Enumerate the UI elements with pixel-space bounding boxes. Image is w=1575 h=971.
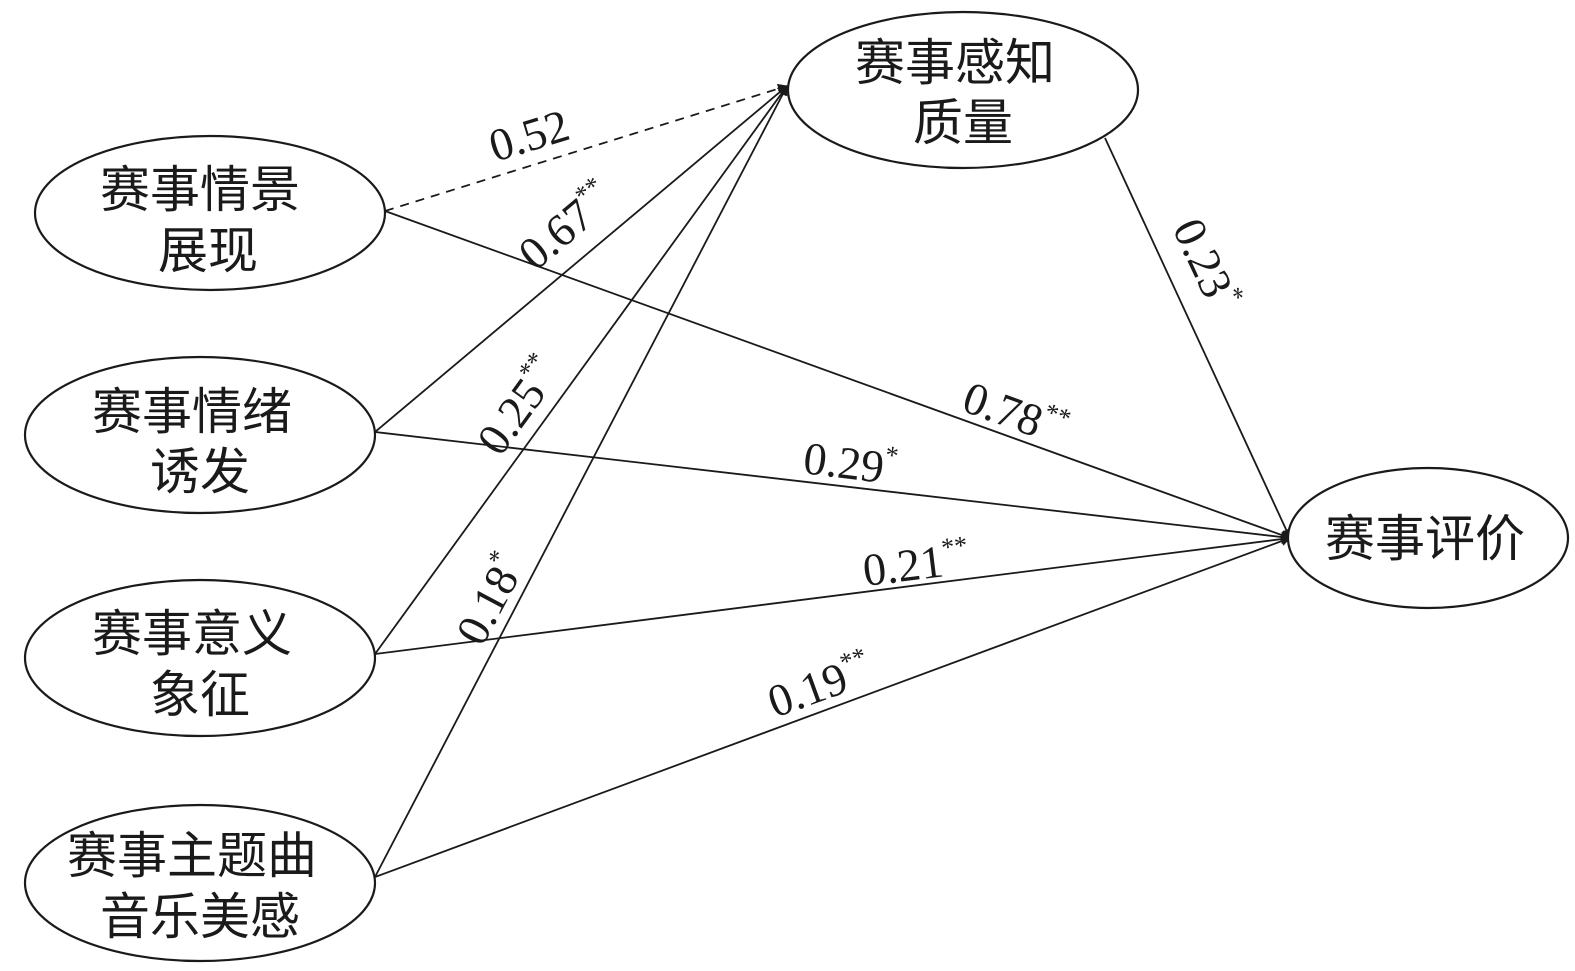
node-scene-label: 赛事情景 展现 — [100, 161, 316, 280]
node-music-line-2: 音乐美感 — [100, 888, 300, 946]
edge-scene-quality — [384, 83, 788, 212]
node-eval-line-1: 赛事评价 — [1325, 510, 1525, 568]
edge-meaning-eval — [374, 534, 1291, 655]
node-scene: 赛事情景 展现 — [33, 134, 387, 292]
coef-value: 0.78 — [957, 371, 1050, 446]
edge-music-quality — [374, 85, 788, 878]
edge-meaning-quality — [374, 85, 788, 655]
node-quality-line-2: 质量 — [913, 94, 1013, 152]
edge-quality-eval — [1104, 137, 1291, 539]
edge-emotion-quality — [374, 85, 788, 433]
coef-sig: * — [884, 440, 900, 470]
edge-layer — [374, 83, 1291, 878]
node-emotion: 赛事情绪 诱发 — [23, 355, 377, 515]
node-emotion-ellipse — [23, 355, 377, 515]
node-eval-ellipse — [1286, 466, 1570, 610]
node-emotion-line-2: 诱发 — [150, 443, 250, 501]
node-music: 赛事主题曲 音乐美感 — [23, 803, 377, 963]
coef-label-scene-quality: 0.52 — [483, 99, 575, 171]
node-meaning-line-2: 象征 — [150, 666, 250, 724]
node-music-label: 赛事主题曲 音乐美感 — [67, 827, 333, 946]
edge-scene-eval — [384, 210, 1291, 540]
edge-music-eval — [374, 536, 1291, 878]
node-meaning-ellipse — [23, 578, 377, 738]
node-meaning: 赛事意义 象征 — [23, 578, 377, 738]
coef-label-emotion-quality: 0.67** — [507, 171, 623, 280]
coef-value: 0.21 — [860, 535, 946, 595]
coef-label-meaning-eval: 0.21** — [860, 530, 972, 596]
node-scene-line-1: 赛事情景 — [100, 161, 300, 219]
node-music-line-1: 赛事主题曲 — [67, 827, 317, 885]
node-quality-line-1: 赛事感知 — [855, 34, 1055, 92]
node-scene-line-2: 展现 — [158, 222, 258, 280]
coef-label-music-quality: 0.18* — [444, 545, 535, 652]
node-quality-label: 赛事感知 质量 — [855, 34, 1071, 152]
coef-value: 0.25 — [467, 369, 556, 464]
node-eval: 赛事评价 — [1286, 466, 1570, 610]
node-emotion-label: 赛事情绪 诱发 — [92, 383, 308, 501]
coef-value: 0.29 — [801, 432, 887, 492]
coef-label-quality-eval: 0.23* — [1163, 210, 1251, 317]
coef-label-emotion-eval: 0.29* — [801, 430, 900, 494]
node-meaning-line-1: 赛事意义 — [92, 605, 292, 663]
node-meaning-label: 赛事意义 象征 — [92, 605, 308, 724]
edge-emotion-eval — [374, 431, 1291, 542]
node-quality: 赛事感知 质量 — [786, 10, 1140, 170]
coef-sig: ** — [940, 530, 969, 562]
node-quality-ellipse — [786, 10, 1140, 170]
node-scene-ellipse — [33, 134, 387, 292]
node-music-ellipse — [23, 803, 377, 963]
node-emotion-line-1: 赛事情绪 — [92, 383, 292, 441]
coef-label-music-eval: 0.19** — [760, 641, 878, 727]
coef-label-layer: 0.52 0.67** 0.25 ** 0.18* 0.78** 0.29* 0.… — [444, 99, 1251, 727]
coef-value: 0.52 — [483, 99, 575, 171]
coef-label-scene-eval: 0.78** — [957, 370, 1075, 456]
node-eval-label: 赛事评价 — [1325, 510, 1525, 568]
